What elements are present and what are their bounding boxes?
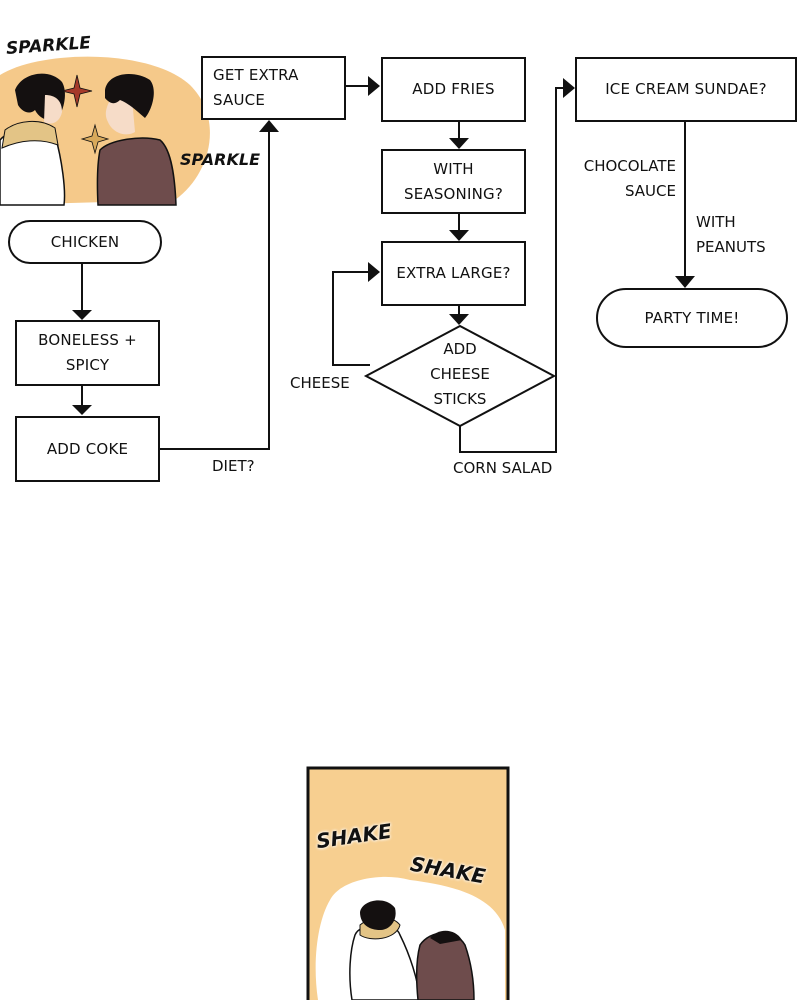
node-boneless-spicy: BONELESS + SPICY [15,320,160,386]
arrow-down-icon [449,314,469,325]
node-label: ICE CREAM SUNDAE? [605,80,767,98]
edge-label-diet: DIET? [212,457,255,475]
edge-label-line: PEANUTS [696,238,766,256]
node-label: BONELESS + [38,331,137,349]
sparkle-icon [61,74,93,108]
node-label: CHEESE [430,365,490,383]
node-label: SEASONING? [403,184,504,203]
node-label: GET EXTRA [213,66,299,84]
decision-diamond [363,324,557,428]
edge-label-cheese: CHEESE [290,374,350,392]
arrow-down-icon [449,138,469,149]
right-character-body [96,137,177,206]
edge-label-line: WITH [696,213,736,231]
arrow-down-icon [72,310,92,320]
node-label: ADD COKE [46,439,129,458]
arrow-right-icon [563,78,575,98]
node-ice-cream-sundae: ICE CREAM SUNDAE? [575,57,797,122]
arrow-up-icon [259,120,279,132]
node-label: STICKS [433,390,487,408]
edge-label-line: CHOCOLATE [583,157,676,175]
node-add-coke: ADD COKE [15,416,160,482]
node-get-extra-sauce: GET EXTRA SAUCE [201,56,346,120]
edge-label-line: SAUCE [625,182,676,200]
edge-label-with-peanuts: WITH PEANUTS [696,210,766,260]
node-party-time: PARTY TIME! [596,288,788,348]
arrow-down-icon [72,405,92,415]
arrow-right-icon [368,76,380,96]
left-character-face [44,95,62,124]
edge-label-chocolate-sauce: CHOCOLATE SAUCE [566,154,676,204]
node-label: SPICY [65,356,110,374]
bottom-left-character-hair [360,900,396,930]
arrow-down-icon [675,276,695,288]
bottom-right-character-hair [430,930,462,944]
node-label: SAUCE [213,91,265,109]
node-extra-large: EXTRA LARGE? [381,241,526,306]
node-label: CHICKEN [50,232,120,251]
sparkle-icon [80,123,110,155]
decision-add-cheese-sticks-label: ADD CHEESE STICKS [410,337,510,412]
node-label: WITH [433,159,474,178]
node-label: ADD FRIES [412,80,495,98]
arrow-right-icon [368,262,380,282]
node-label: EXTRA LARGE? [396,264,511,282]
node-label: ADD [443,340,477,358]
node-with-seasoning: WITH SEASONING? [381,149,526,214]
right-character-hair [105,74,154,118]
left-character-collar [1,121,59,149]
arrow-down-icon [449,230,469,241]
sparkle-sfx-text: SPARKLE [180,150,261,169]
node-add-fries: ADD FRIES [381,57,526,122]
node-chicken: CHICKEN [8,220,162,264]
flow-arrowheads [72,76,695,415]
node-label: PARTY TIME! [644,308,740,327]
flow-connectors [81,85,686,453]
edge-label-corn-salad: CORN SALAD [453,459,553,477]
